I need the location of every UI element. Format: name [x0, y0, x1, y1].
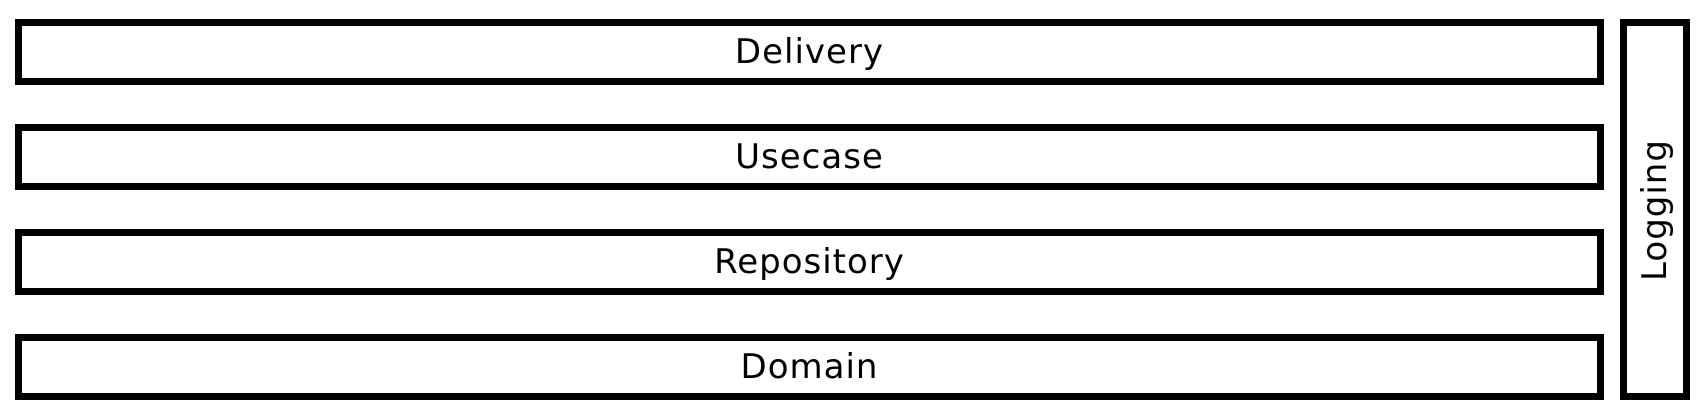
layer-repository-label: Repository: [714, 242, 905, 282]
layer-usecase-label: Usecase: [735, 137, 884, 177]
layer-usecase-box: Usecase: [15, 124, 1604, 190]
layer-delivery-label: Delivery: [734, 32, 885, 72]
logging-label: Logging: [1635, 138, 1675, 281]
logging-box: Logging: [1620, 19, 1690, 400]
layer-domain-label: Domain: [740, 347, 879, 387]
layer-domain-box: Domain: [15, 334, 1604, 400]
layer-repository-box: Repository: [15, 229, 1604, 295]
layer-delivery-box: Delivery: [15, 19, 1604, 85]
